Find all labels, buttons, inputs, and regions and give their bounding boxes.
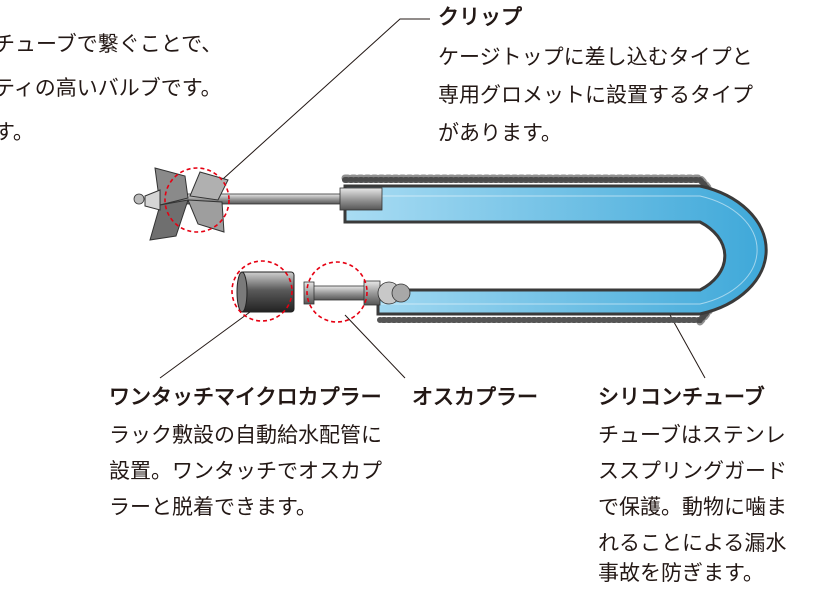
coupler-line-1: ラック敷設の自動給水配管に bbox=[109, 423, 382, 447]
one-touch-coupler-part bbox=[236, 271, 295, 313]
tube-line-1: チューブはステンレ bbox=[598, 423, 786, 447]
coupler-line-2: 設置。ワンタッチでオスカプ bbox=[109, 459, 382, 483]
clip-highlight bbox=[164, 167, 230, 233]
male-coupler-highlight bbox=[306, 261, 368, 323]
clip-leader-line bbox=[212, 18, 430, 189]
coupler-line-3: ラーと脱着できます。 bbox=[109, 495, 317, 519]
coupler-title: ワンタッチマイクロカプラー bbox=[109, 385, 382, 409]
male-coupler-leader-line bbox=[344, 314, 406, 379]
clip-title: クリップ bbox=[438, 5, 522, 29]
male-coupler-part bbox=[303, 280, 411, 306]
intro-line-2: ティの高いバルブです。 bbox=[0, 76, 222, 100]
clip-line-2: 専用グロメットに設置するタイプ bbox=[438, 83, 753, 107]
tube-line-4: れることによる漏水 bbox=[598, 531, 787, 555]
tube-line-3: で保護。動物に噛ま bbox=[598, 495, 787, 519]
clip-line-1: ケージトップに差し込むタイプと bbox=[438, 45, 753, 69]
coupler-highlight bbox=[231, 260, 293, 322]
tube-line-2: ススプリングガード bbox=[598, 459, 787, 483]
male-coupler-title: オスカプラー bbox=[412, 385, 538, 409]
coupler-leader-line bbox=[159, 311, 251, 379]
silicone-tube bbox=[343, 184, 768, 316]
tube-title: シリコンチューブ bbox=[598, 385, 765, 409]
clip-line-3: があります。 bbox=[438, 121, 562, 145]
intro-line-1: チューブで繋ぐことで、 bbox=[0, 32, 223, 56]
clip-part bbox=[144, 167, 229, 241]
tube-line-5: 事故を防ぎます。 bbox=[598, 561, 764, 585]
intro-line-3: す。 bbox=[0, 120, 34, 144]
